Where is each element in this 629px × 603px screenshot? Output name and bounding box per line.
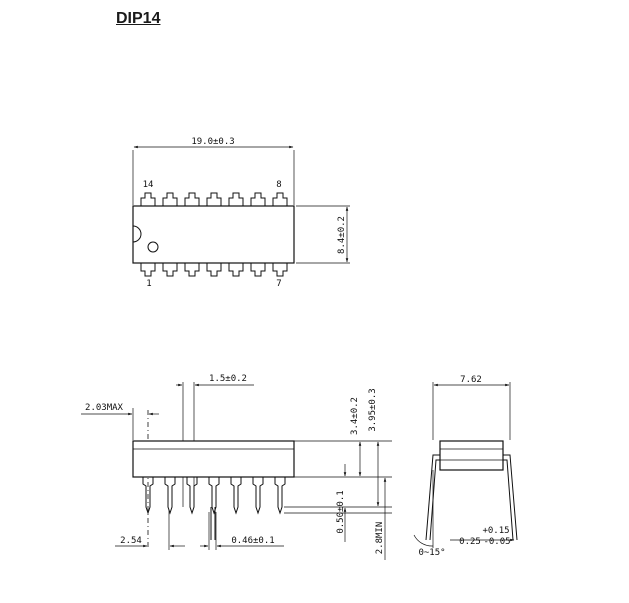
side-pin-row	[142, 477, 286, 540]
pin-lower	[272, 263, 288, 277]
side-pin	[274, 477, 286, 515]
end-max-dim-label: 2.03MAX	[85, 403, 124, 413]
seat-height-dim-label: 3.95±0.3	[368, 388, 378, 431]
package-body-side	[132, 440, 295, 478]
lead-thickness-dim-label: 0.25	[459, 537, 481, 547]
body-height-dim-label: 3.4±0.2	[350, 397, 360, 435]
extended-lead	[210, 507, 216, 540]
notch	[132, 225, 142, 243]
angle-arc	[413, 534, 434, 547]
pin-lower	[184, 263, 200, 277]
end-view: 7.62 0~15° 0.25 +0.15 -0.05	[413, 375, 518, 558]
package-body-end	[439, 440, 504, 471]
package-body-top	[132, 205, 295, 264]
side-view: 1.5±0.2 2.03MAX 3.4±0.2 3.95±0.3 0.50±0.…	[81, 374, 392, 560]
lead-width-dim-label: 0.46±0.1	[231, 536, 274, 546]
pin-lower	[250, 263, 266, 277]
pin-8-label: 8	[276, 180, 281, 190]
pin-14-label: 14	[143, 180, 154, 190]
pin-upper	[250, 192, 266, 206]
side-pin	[230, 477, 242, 515]
pin-upper	[184, 192, 200, 206]
page-title: DIP14	[116, 10, 161, 27]
pin-upper	[140, 192, 156, 206]
side-pin	[186, 477, 198, 515]
pin-pitch-dim-label: 1.5±0.2	[209, 374, 247, 384]
pitch-dim-label: 2.54	[120, 536, 142, 546]
length-dim-label: 19.0±0.3	[191, 137, 234, 147]
lead-thickness-tol-lower: -0.05	[483, 537, 510, 547]
left-lead-outer	[425, 454, 440, 541]
pin-1-label: 1	[146, 279, 151, 289]
side-pin	[164, 477, 176, 515]
pin1-marker	[147, 241, 159, 253]
upper-pin-row	[140, 192, 288, 206]
pin-lower	[228, 263, 244, 277]
pin-lower	[162, 263, 178, 277]
lead-length-dim-label: 2.8MIN	[375, 522, 385, 555]
width-dim-label: 8.4±0.2	[337, 216, 347, 254]
right-lead-outer	[503, 454, 518, 541]
pin-upper	[206, 192, 222, 206]
side-pin	[252, 477, 264, 515]
lower-pin-row	[140, 263, 288, 277]
side-pin	[208, 477, 220, 515]
left-lead-inner	[429, 459, 440, 541]
standoff-dim-label: 0.50±0.1	[336, 490, 346, 533]
side-pin	[142, 477, 154, 515]
pin-7-label: 7	[276, 279, 281, 289]
pin-lower	[206, 263, 222, 277]
right-lead-inner	[503, 459, 514, 541]
pin-upper	[272, 192, 288, 206]
pin-upper	[162, 192, 178, 206]
top-view: 19.0±0.3 14 8 1 7 8.4±0.2	[132, 137, 350, 289]
lead-thickness-tol-upper: +0.15	[482, 526, 509, 536]
row-spacing-dim-label: 7.62	[460, 375, 482, 385]
pin-lower	[140, 263, 156, 277]
angle-dim-label: 0~15°	[418, 548, 445, 558]
pin-upper	[228, 192, 244, 206]
